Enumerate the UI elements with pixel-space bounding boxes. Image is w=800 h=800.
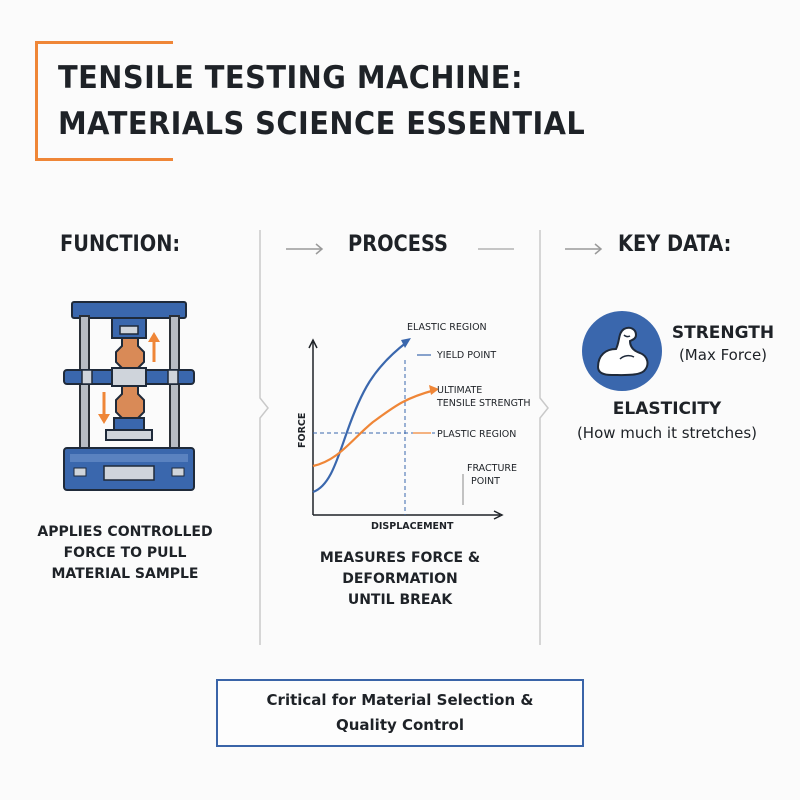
- function-caption: APPLIES CONTROLLED FORCE TO PULL MATERIA…: [25, 522, 225, 585]
- footer-line-1: Critical for Material Selection &: [266, 691, 534, 709]
- arrow-right-icon: [286, 243, 324, 255]
- x-axis-arrow: [493, 510, 504, 520]
- flexed-arm-icon: [582, 311, 662, 391]
- series-line-blue: [312, 341, 408, 494]
- elasticity-sub: (How much it stretches): [576, 424, 758, 442]
- annotation-uts-line-2: TENSILE STRENGTH: [436, 398, 531, 409]
- annotation-uts-line-1: ULTIMATE: [437, 385, 482, 396]
- footer-line-2: Quality Control: [335, 716, 464, 734]
- y-axis-label: FORCE: [297, 413, 308, 448]
- page-title-line-2: MATERIALS SCIENCE ESSENTIAL: [58, 106, 586, 142]
- tensile-machine-icon: [63, 301, 195, 491]
- annotation-yield-point: YIELD POINT: [436, 350, 496, 361]
- process-caption-line: UNTIL BREAK: [347, 592, 453, 608]
- series-line-orange: [312, 388, 436, 468]
- x-axis-label: DISPLACEMENT: [371, 521, 454, 532]
- annotation-fracture-line-2: POINT: [471, 476, 500, 487]
- process-caption-line: MEASURES FORCE & DEFORMATION: [319, 550, 481, 587]
- series-arrow-blue: [401, 338, 411, 348]
- function-caption-line: APPLIES CONTROLLED: [37, 524, 213, 540]
- annotation-fracture-line-1: FRACTURE: [467, 463, 517, 474]
- title-bracket: [35, 41, 173, 161]
- page-title-line-1: TENSILE TESTING MACHINE:: [58, 60, 523, 96]
- force-displacement-chart: ELASTIC REGION YIELD POINT ULTIMATE TENS…: [297, 322, 531, 532]
- strength-label: STRENGTH: [671, 323, 775, 343]
- process-heading: PROCESS: [348, 232, 449, 257]
- strength-sub: (Max Force): [678, 346, 768, 364]
- function-caption-line: MATERIAL SAMPLE: [51, 566, 199, 582]
- annotation-plastic-region: PLASTIC REGION: [437, 429, 516, 440]
- arrow-right-icon: [565, 243, 603, 255]
- function-caption-line: FORCE TO PULL: [63, 545, 187, 561]
- divider-dash: [478, 248, 514, 250]
- process-caption: MEASURES FORCE & DEFORMATION UNTIL BREAK: [262, 548, 538, 611]
- annotation-elastic-region: ELASTIC REGION: [407, 322, 487, 333]
- elasticity-label: ELASTICITY: [612, 399, 722, 419]
- key-data-heading: KEY DATA:: [618, 232, 732, 257]
- y-axis-arrow: [308, 338, 318, 349]
- series-arrow-orange: [429, 385, 439, 395]
- footer-callout: Critical for Material Selection & Qualit…: [216, 679, 584, 747]
- function-heading: FUNCTION:: [60, 232, 181, 257]
